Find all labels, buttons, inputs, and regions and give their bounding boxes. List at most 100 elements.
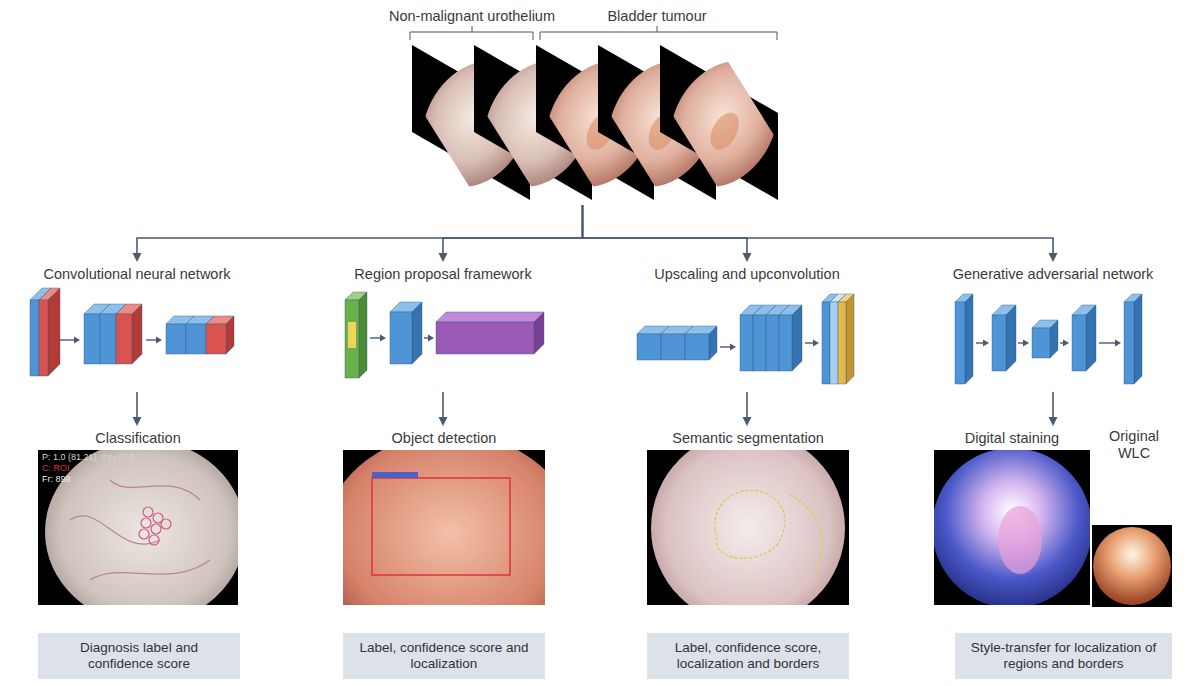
endoscopy-image [322,433,578,657]
tissue-area [343,450,545,605]
bracket-line [540,26,777,40]
layer-side [1134,294,1142,384]
network-heading: Convolutional neural network [7,262,267,392]
layer-front [116,314,132,364]
flow-arrow [805,342,814,343]
image-stack: Non-malignant urotheliumBladder tumour [375,2,790,205]
image-label: Original WLC [1097,428,1171,461]
network-icons [30,288,1142,384]
layer-front [838,302,846,384]
arrow-head [1049,417,1058,426]
detection-tag [372,472,418,478]
flow-arrow [976,342,984,343]
arrow-head [156,337,162,344]
connector [583,205,752,262]
layer-front [1032,328,1050,358]
heading: Upscaling and upconvolution [617,262,877,283]
layer-front [84,314,100,364]
connector [133,392,142,426]
arrow-head [380,335,386,342]
layer-front [166,324,186,354]
network-heading: Region proposal framework [313,262,573,392]
layer-side [412,302,422,364]
heading: Object detection [334,426,554,447]
connector-line [443,205,583,253]
layer-front [436,322,534,354]
layer-front [766,315,779,371]
network-heading: Upscaling and upconvolution [617,262,877,392]
connector-line [137,205,583,253]
arrow-head [439,417,448,426]
image-frame [1092,525,1172,607]
tissue-area [651,450,845,605]
layer-front [661,334,685,360]
layer-side [226,316,234,354]
layer-front [390,312,412,364]
arrow-head [428,335,434,342]
flow-arrow [720,346,731,347]
lesion-cell [149,535,159,545]
stained-region [998,506,1042,574]
tumour-region [705,108,745,155]
connector-line [583,205,748,253]
layer-side [534,312,544,354]
arrow-head [743,417,752,426]
tissue-area [1093,527,1171,605]
connector-line [442,392,444,417]
connector-line [1052,392,1054,417]
layer-front [1072,315,1086,371]
layer-front [822,302,830,384]
overlay-text: Fr: 899 [42,474,71,484]
output-box: Label, confidence score and localization [343,633,545,679]
arrow-head [983,340,989,347]
layer-front [685,334,709,360]
heading: Digital staining [934,426,1090,447]
tissue-area [934,450,1090,605]
endoscopy-image [932,448,1092,608]
flow-arrow [60,339,75,340]
arrow-head [743,253,752,262]
layer-front [992,315,1006,371]
layer-side [1006,305,1016,371]
arrow-head [133,417,142,426]
output-text: Style-transfer for localization of regio… [963,640,1164,672]
overlay-text: P: 1.0 (81.21), thr=77.5 [42,452,135,462]
tissue [343,450,545,605]
connector [439,392,448,426]
arrow-head [1023,340,1029,347]
layer-side [792,305,802,371]
connector-line [746,392,748,417]
arrow-head [133,253,142,262]
connector [1049,392,1058,426]
heading: Generative adversarial network [923,262,1183,283]
group-label: Non-malignant urothelium [382,8,562,25]
heading: Region proposal framework [313,262,573,283]
layer-front [637,334,661,360]
bracket [410,26,777,40]
region-proposal [348,322,356,348]
endoscopy-image [1092,525,1172,607]
arrow-head [74,337,80,344]
layer-front [345,300,359,378]
task-panel: Semantic segmentation [638,426,858,608]
tissue-area [45,450,238,605]
layer-side [965,294,973,384]
lesion-cell [141,518,151,528]
layer-side [846,294,854,384]
lesion [139,507,171,545]
tissue [934,450,1090,605]
output-box: Style-transfer for localization of regio… [955,633,1172,679]
lesion-cell [151,524,161,534]
endoscopy-image [38,440,245,624]
lesion-cell [139,529,149,539]
layer-front [753,315,766,371]
flow-arrow [1099,342,1116,343]
layer-front [100,314,116,364]
flow-arrow [146,339,157,340]
output-text: Diagnosis label and confidence score [46,640,232,672]
layer-front [206,324,226,354]
arrow-head [1063,340,1069,347]
bracket-line [410,26,533,40]
